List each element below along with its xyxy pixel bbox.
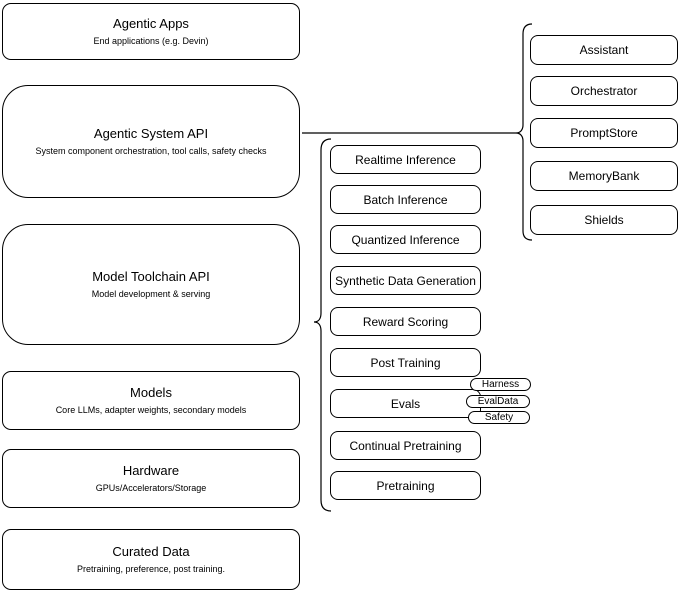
node-agentic-system-api: Agentic System API System component orch… (2, 85, 300, 198)
node-label: Reward Scoring (362, 314, 449, 329)
node-orchestrator: Orchestrator (530, 76, 678, 106)
node-evals: Evals (330, 389, 481, 418)
node-subtitle: GPUs/Accelerators/Storage (95, 483, 207, 493)
bracket-toolchain (313, 138, 332, 512)
node-agentic-apps: Agentic Apps End applications (e.g. Devi… (2, 3, 300, 60)
node-models: Models Core LLMs, adapter weights, secon… (2, 371, 300, 430)
node-label: Evals (390, 396, 421, 411)
pill-label: EvalData (477, 396, 519, 407)
node-subtitle: System component orchestration, tool cal… (35, 146, 267, 156)
node-continual-pretraining: Continual Pretraining (330, 431, 481, 460)
node-reward-scoring: Reward Scoring (330, 307, 481, 336)
node-label: Post Training (370, 355, 441, 370)
node-label: Orchestrator (570, 84, 638, 98)
node-title: Model Toolchain API (92, 269, 210, 284)
node-model-toolchain-api: Model Toolchain API Model development & … (2, 224, 300, 345)
node-memorybank: MemoryBank (530, 161, 678, 191)
node-title: Hardware (122, 463, 180, 478)
node-pretraining: Pretraining (330, 471, 481, 500)
node-subtitle: Model development & serving (91, 289, 211, 299)
node-curated-data: Curated Data Pretraining, preference, po… (2, 529, 300, 590)
node-label: MemoryBank (568, 169, 640, 183)
node-label: Continual Pretraining (349, 438, 462, 453)
node-post-training: Post Training (330, 348, 481, 377)
node-label: Realtime Inference (355, 152, 456, 167)
node-label: Synthetic Data Generation (335, 273, 476, 288)
node-label: Shields (584, 213, 624, 227)
node-promptstore: PromptStore (530, 118, 678, 148)
node-subtitle: End applications (e.g. Devin) (93, 36, 209, 46)
node-label: Assistant (579, 43, 629, 57)
node-shields: Shields (530, 205, 678, 235)
node-quantized-inference: Quantized Inference (330, 225, 481, 254)
node-label: Pretraining (376, 478, 435, 493)
node-title: Agentic System API (93, 126, 209, 141)
node-hardware: Hardware GPUs/Accelerators/Storage (2, 449, 300, 508)
node-title: Agentic Apps (113, 16, 189, 31)
node-batch-inference: Batch Inference (330, 185, 481, 214)
pill-harness: Harness (470, 378, 531, 391)
node-title: Models (130, 385, 172, 400)
node-subtitle: Pretraining, preference, post training. (76, 564, 226, 574)
node-title: Curated Data (112, 544, 190, 559)
node-assistant: Assistant (530, 35, 678, 65)
pill-safety: Safety (468, 411, 530, 424)
node-realtime-inference: Realtime Inference (330, 145, 481, 174)
pill-label: Safety (484, 412, 514, 423)
pill-evaldata: EvalData (466, 395, 530, 408)
node-label: Batch Inference (363, 192, 448, 207)
pill-label: Harness (481, 379, 520, 390)
node-label: Quantized Inference (351, 232, 460, 247)
node-label: PromptStore (570, 126, 638, 140)
node-subtitle: Core LLMs, adapter weights, secondary mo… (55, 405, 247, 415)
node-synthetic-data-generation: Synthetic Data Generation (330, 266, 481, 295)
